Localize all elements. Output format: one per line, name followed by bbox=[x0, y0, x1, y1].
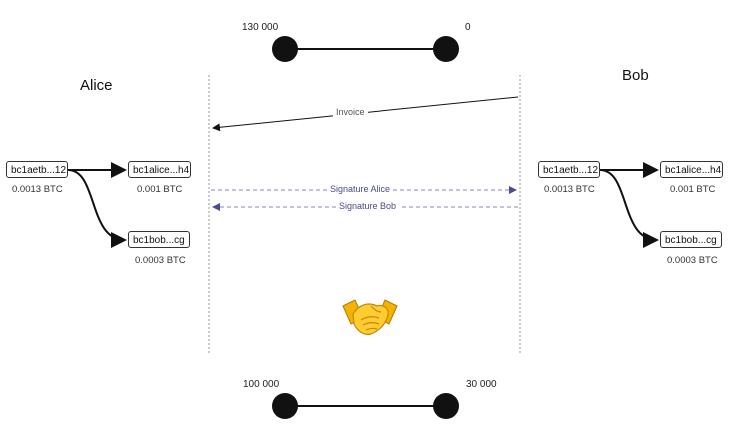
bob-tx-output-amount: 0.001 BTC bbox=[670, 184, 716, 195]
alice-name: Alice bbox=[80, 77, 113, 94]
bob-name: Bob bbox=[622, 67, 649, 84]
alice-tx-input-box: bc1aetb...12 bbox=[6, 161, 68, 178]
alice-tx-connector-2 bbox=[67, 169, 127, 248]
signature-alice-label: Signature Alice bbox=[327, 184, 394, 194]
channel-top-left-balance: 130 000 bbox=[242, 22, 279, 33]
bob-tx-output-box: bc1bob...cg bbox=[660, 231, 722, 248]
channel-top-node-bob bbox=[433, 36, 459, 62]
alice-tx-output-amount: 0.001 BTC bbox=[137, 184, 183, 195]
alice-tx-output-box: bc1alice...h4 bbox=[128, 161, 191, 178]
alice-tx-output-box: bc1bob...cg bbox=[128, 231, 190, 248]
handshake-icon bbox=[341, 292, 399, 340]
channel-bottom-node-bob bbox=[433, 393, 459, 419]
bob-tx-input-box: bc1aetb...12 bbox=[538, 161, 600, 178]
bob-tx-input-amount: 0.0013 BTC bbox=[544, 184, 595, 195]
bob-tx-output-amount: 0.0003 BTC bbox=[667, 255, 718, 266]
channel-bottom-node-alice bbox=[272, 393, 298, 419]
invoice-label: Invoice bbox=[333, 107, 368, 117]
channel-bottom-left-balance: 100 000 bbox=[243, 379, 280, 390]
bob-tx-connector-2 bbox=[599, 169, 659, 248]
alice-tx-output-amount: 0.0003 BTC bbox=[135, 255, 186, 266]
channel-top-right-balance: 0 bbox=[465, 22, 471, 33]
alice-tx-input-amount: 0.0013 BTC bbox=[12, 184, 63, 195]
bob-tx-output-box: bc1alice...h4 bbox=[660, 161, 723, 178]
channel-top-node-alice bbox=[272, 36, 298, 62]
signature-bob-label: Signature Bob bbox=[336, 201, 400, 211]
channel-bottom-right-balance: 30 000 bbox=[466, 379, 497, 390]
